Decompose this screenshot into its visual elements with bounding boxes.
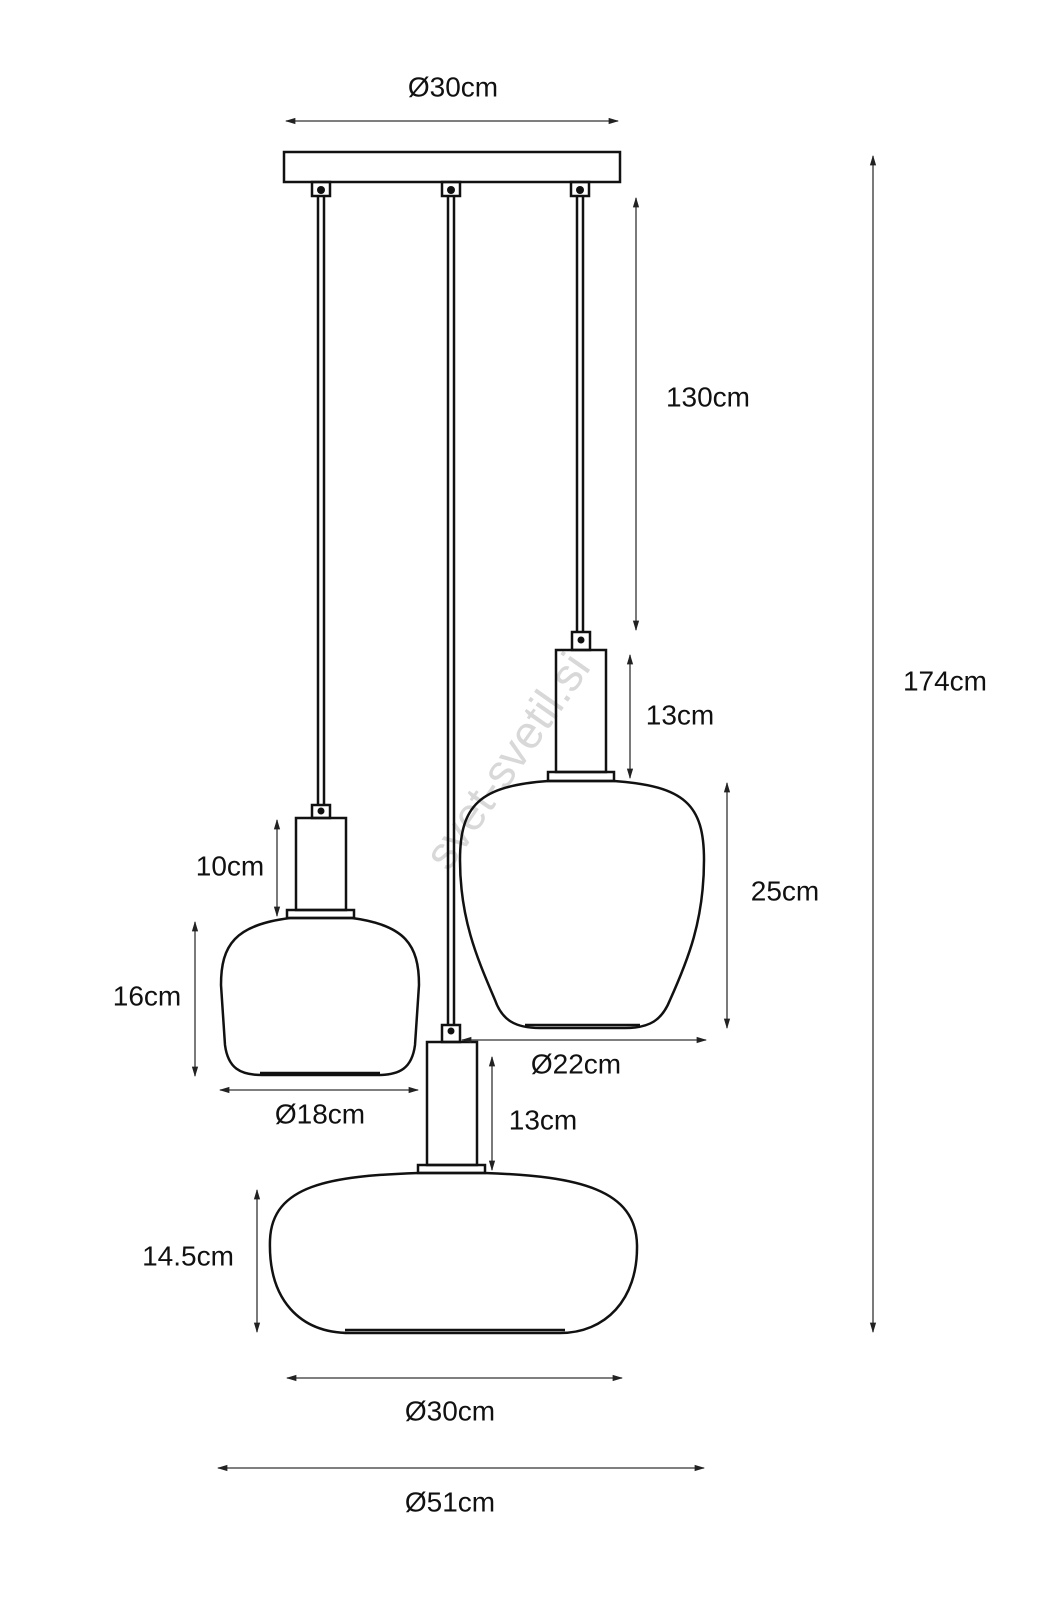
ceiling-canopy <box>282 150 622 198</box>
watermark: svet-svetil.si <box>414 643 600 878</box>
left-shade-diameter-label: Ø18cm <box>275 1098 365 1129</box>
right-shade-diameter-label: Ø22cm <box>531 1048 621 1079</box>
cable-length-label: 130cm <box>666 381 750 412</box>
center-pendant <box>268 196 639 1335</box>
right-holder-height-label: 13cm <box>646 699 714 730</box>
center-holder-height-label: 13cm <box>509 1104 577 1135</box>
left-holder-height-label: 10cm <box>196 850 264 881</box>
center-shade-diameter-label: Ø30cm <box>405 1395 495 1426</box>
dimension-lines <box>191 117 877 1472</box>
left-shade-height-label: 16cm <box>113 980 181 1011</box>
canopy-diameter-label: Ø30cm <box>408 71 498 102</box>
center-shade-height-label: 14.5cm <box>142 1240 234 1271</box>
left-pendant <box>219 196 421 1077</box>
right-shade-height-label: 25cm <box>751 875 819 906</box>
total-height-label: 174cm <box>903 665 987 696</box>
right-pendant <box>458 196 706 1030</box>
overall-diameter-label: Ø51cm <box>405 1486 495 1517</box>
